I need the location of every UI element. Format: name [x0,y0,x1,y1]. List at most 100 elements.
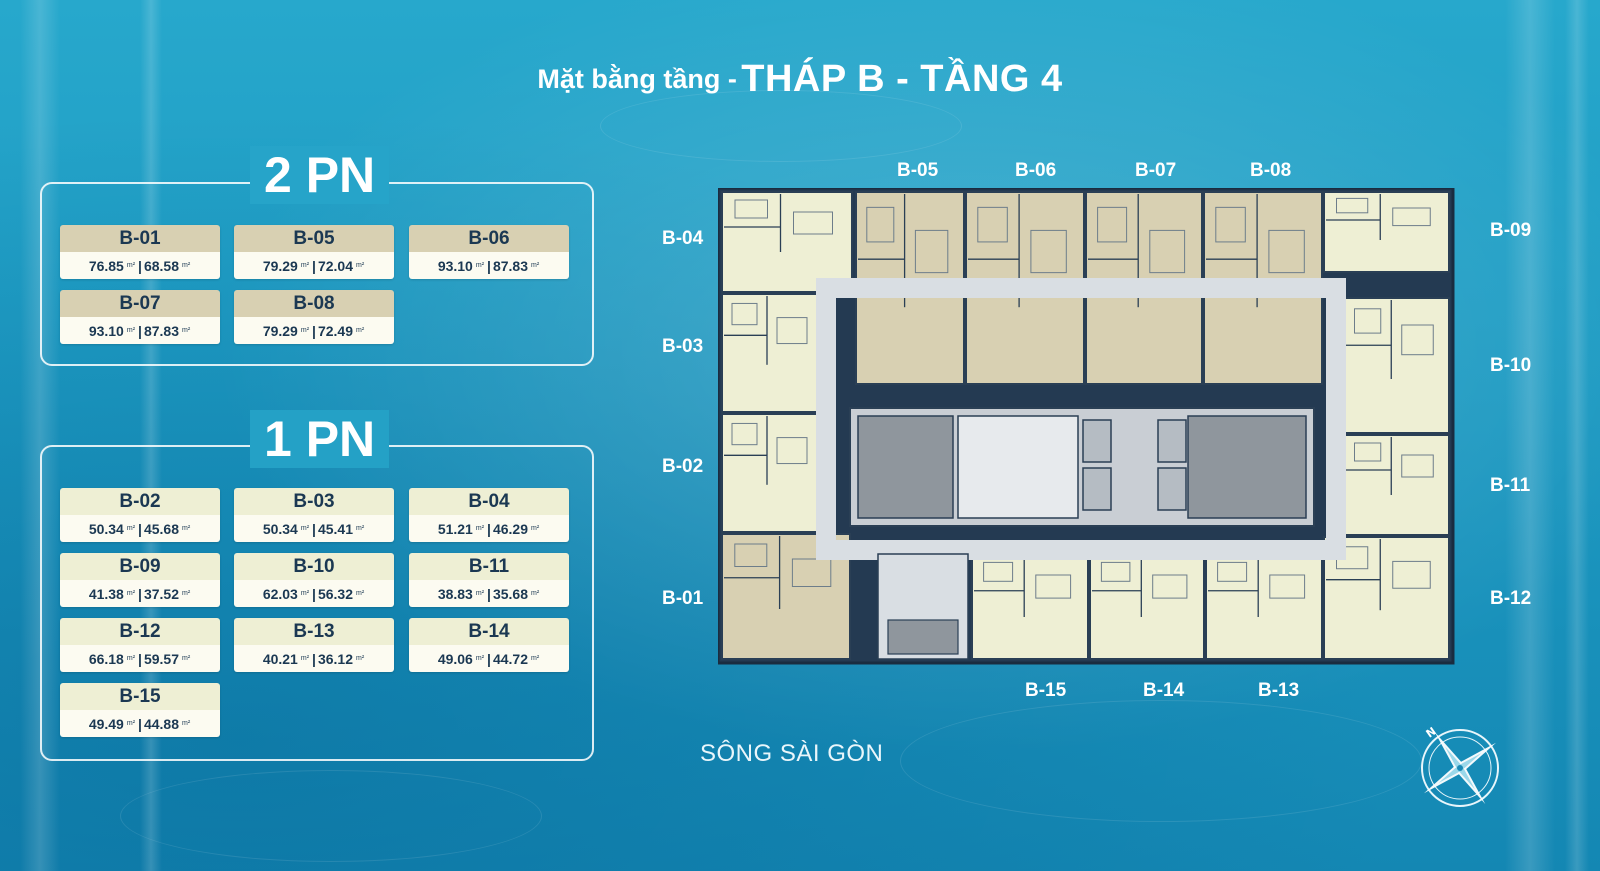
area-separator: | [487,586,491,602]
plan-unit-top-3-furniture [1149,229,1186,274]
plan-unit-b09-furniture [1392,207,1431,227]
area-unit: m² [356,655,365,662]
unit-name: B-01 [60,225,220,252]
unit-name: B-15 [60,683,220,710]
plan-label-top-3: B-07 [1135,160,1177,181]
area-unit: m² [531,590,540,597]
plan-unit-b02 [721,413,823,533]
plan-label-top-4: B-08 [1250,160,1292,181]
plan-elevator-1 [1082,419,1112,463]
gross-area: 66.18 [88,651,124,667]
net-area: 72.49 [317,323,353,339]
light-beam [1565,0,1589,871]
plan-unit-bottom-2-furniture [1152,574,1188,599]
area-unit: m² [475,262,485,269]
area-unit: m² [300,655,310,662]
compass-rose-icon: N [1421,725,1499,807]
title-main: THÁP B - TẦNG 4 [741,58,1063,100]
area-unit: m² [300,590,310,597]
area-separator: | [138,323,142,339]
area-separator: | [487,651,491,667]
unit-name: B-09 [60,553,220,580]
area-unit: m² [531,262,540,269]
net-area: 46.29 [492,521,528,537]
gross-area: 50.34 [262,521,298,537]
net-area: 36.12 [317,651,353,667]
plan-unit-top-1-furniture [914,229,949,274]
gross-area: 79.29 [262,258,298,274]
plan-label-top-2: B-06 [1015,160,1057,181]
net-area: 87.83 [143,323,179,339]
plan-label-top-1: B-05 [897,160,939,181]
gross-area: 49.06 [437,651,473,667]
plan-unit-b01-bed [734,543,768,567]
area-unit: m² [126,590,136,597]
area-unit: m² [475,655,485,662]
gross-area: 93.10 [437,258,473,274]
area-unit: m² [182,720,191,727]
plan-elevator-3 [1157,419,1187,463]
plan-stair-1 [857,415,954,519]
net-area: 45.41 [317,521,353,537]
area-unit: m² [475,590,485,597]
plan-unit-b04-bed [734,199,768,219]
plan-unit-b11-bed [1354,442,1382,462]
plan-unit-bottom-3 [1205,553,1323,660]
plan-label-left-1: B-04 [662,228,704,249]
area-unit: m² [300,262,310,269]
area-unit: m² [182,525,191,532]
unit-name: B-02 [60,488,220,515]
plan-unit-b03-bed [731,302,758,326]
plan-unit-b09-bed [1336,197,1369,214]
gross-area: 62.03 [262,586,298,602]
gross-area: 50.34 [88,521,124,537]
net-area: 37.52 [143,586,179,602]
page-title: Mặt bằng tầng - THÁP B - TẦNG 4 [0,58,1600,101]
plan-label-right-2: B-10 [1490,355,1532,376]
unit-name: B-06 [409,225,569,252]
plan-label-bottom-1: B-15 [1025,680,1067,701]
area-separator: | [487,258,491,274]
net-area: 44.72 [492,651,528,667]
unit-name: B-14 [409,618,569,645]
unit-name: B-11 [409,553,569,580]
area-unit: m² [531,525,540,532]
area-unit: m² [182,590,191,597]
group-title-1pn: 1 PN [250,410,390,468]
unit-name: B-05 [234,225,394,252]
net-area: 59.57 [143,651,179,667]
light-beam [1505,0,1555,871]
plan-label-left-3: B-02 [662,456,704,477]
unit-name: B-04 [409,488,569,515]
floor-plan-diagram [718,188,1455,665]
plan-unit-b11 [1343,434,1450,536]
area-separator: | [312,521,316,537]
plan-stair-2 [1187,415,1307,519]
area-unit: m² [475,525,485,532]
plan-unit-b03 [721,293,823,413]
gross-area: 40.21 [262,651,298,667]
plan-unit-bottom-3-furniture [1269,574,1306,599]
area-unit: m² [356,590,365,597]
plan-unit-b02-furniture [776,437,808,465]
net-area: 56.32 [317,586,353,602]
net-area: 87.83 [492,258,528,274]
plan-unit-bottom-3-bed [1217,561,1248,582]
unit-name: B-08 [234,290,394,317]
plan-unit-b11-furniture [1401,454,1434,478]
